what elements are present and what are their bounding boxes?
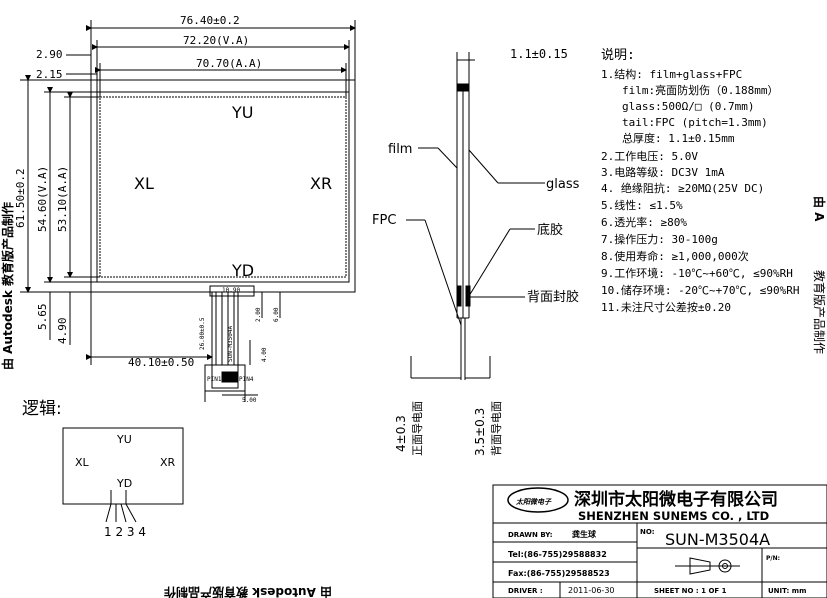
drawn-by-label: DRAWN BY:: [508, 531, 553, 539]
label-back-conductive: 背面导电面: [489, 401, 503, 456]
watermark-bottom: 由 Autodesk 教育版产品制作: [164, 585, 332, 598]
logic-title: 逻辑:: [22, 399, 62, 419]
tail-labels: 10.90 2.00 6.00 26.00±0.5 SUN-M3504A 4.0…: [199, 287, 280, 404]
drawn-by: 龚生球: [572, 529, 597, 539]
pin1-label: PIN1: [207, 376, 222, 383]
label-fpc: FPC: [372, 213, 396, 228]
part-number: SUN-M3504A: [665, 530, 770, 549]
tail-1090: 10.90: [222, 287, 240, 294]
logic-diagram: [62, 427, 184, 523]
no-label: NO:: [640, 528, 655, 536]
fpc-tail: [211, 291, 239, 389]
logic-pins: 1 2 3 4: [104, 525, 146, 539]
dim-565: 5.65: [36, 304, 49, 331]
note-line: glass:500Ω/□ (0.7mm): [622, 100, 754, 113]
title-block: [492, 484, 827, 598]
note-line: 11.未注尺寸公差按±0.20: [601, 300, 731, 314]
tail-500: 5.00: [242, 397, 257, 404]
watermark-right-top: 由 A: [812, 196, 827, 222]
front-view: [20, 20, 356, 402]
pn-label: P/N:: [766, 555, 780, 562]
dim-back-conductive: 3.5±0.3: [473, 408, 487, 456]
dim-height-va: 54.60(V.A): [36, 166, 49, 232]
label-bottom-glue: 底胶: [537, 222, 563, 238]
company-cn: 深圳市太阳微电子有限公司: [574, 489, 778, 510]
note-line: 6.透光率: ≥80%: [601, 215, 687, 229]
dim-height-aa: 53.10(A.A): [56, 166, 69, 232]
tel: Tel:(86-755)29588832: [508, 550, 607, 559]
note-line: 总厚度: 1.1±0.15mm: [622, 131, 735, 145]
tail-400: 4.00: [261, 347, 268, 362]
tail-200: 2.00: [255, 307, 262, 322]
dim-290: 2.90: [36, 48, 63, 61]
driver-label: DRIVER :: [508, 587, 543, 595]
date: 2011-06-30: [568, 586, 615, 595]
dim-front-conductive: 4±0.3: [394, 415, 408, 452]
note-line: 10.储存环境: -20℃~+70℃, ≤90%RH: [601, 283, 799, 297]
dim-height-outer: 61.50±0.2: [14, 168, 27, 228]
logo-text: 太阳微电子: [515, 497, 552, 506]
dim-width-outer: 76.40±0.2: [180, 14, 240, 27]
label-glass: glass: [546, 177, 580, 192]
company-en: SHENZHEN SUNEMS CO. , LTD: [578, 509, 769, 523]
side-labels: 1.1±0.15 film glass FPC 底胶 背面封胶 4±0.3 正面…: [372, 47, 580, 456]
front-labels: 76.40±0.2 72.20(V.A) 70.70(A.A) 2.90 2.1…: [14, 14, 262, 369]
electrode-yd: YD: [231, 261, 254, 280]
logic-labels: 逻辑: YU YD XL XR 1 2 3 4: [22, 399, 176, 539]
note-line: 9.工作环境: -10℃~+60℃, ≤90%RH: [601, 266, 793, 280]
note-line: 2.工作电压: 5.0V: [601, 150, 698, 163]
dim-width-va: 72.20(V.A): [183, 34, 249, 47]
front-electrodes: YU YD XL XR: [134, 103, 332, 280]
electrode-xr: XR: [310, 174, 332, 193]
watermark-right-bottom: 教育版产品制作: [812, 270, 827, 354]
note-line: 3.电路等级: DC3V 1mA: [601, 165, 725, 179]
tail-junction: [209, 285, 255, 297]
watermark-left: 由 Autodesk 教育版产品制作: [0, 202, 15, 370]
note-line: film:亮面防划伤（0.188mm）: [622, 83, 778, 97]
logic-yd: YD: [116, 477, 132, 490]
tail-part-number: SUN-M3504A: [227, 325, 234, 362]
notes-title: 说明:: [601, 48, 635, 63]
tail-600: 6.00: [273, 307, 280, 322]
note-line: 8.使用寿命: ≥1,000,000次: [601, 249, 749, 263]
fpc-contacts: [221, 371, 239, 383]
logic-xl: XL: [75, 456, 90, 469]
note-line: tail:FPC (pitch=1.3mm): [622, 116, 768, 129]
side-view: [406, 52, 545, 380]
thickness-dim: 1.1±0.15: [510, 47, 568, 61]
viewing-area: [96, 91, 350, 283]
logic-yu: YU: [116, 433, 132, 446]
dim-490: 4.90: [56, 318, 69, 345]
fax: Fax:(86-755)29588523: [508, 569, 610, 578]
label-film: film: [388, 142, 412, 157]
electrode-xl: XL: [134, 174, 154, 193]
tail-2600: 26.00±0.5: [199, 317, 206, 350]
electrode-yu: YU: [231, 103, 253, 122]
dim-tail-offset: 40.10±0.50: [128, 356, 194, 369]
dim-215: 2.15: [36, 68, 63, 81]
logic-xr: XR: [160, 456, 176, 469]
sheet-number: SHEET NO : 1 OF 1: [654, 587, 727, 595]
sunems-logo: [507, 487, 569, 513]
note-line: 7.操作压力: 30-100g: [601, 232, 718, 246]
unit: UNIT: mm: [768, 587, 806, 595]
label-front-conductive: 正面导电面: [411, 401, 424, 456]
pin4-label: PIN4: [239, 376, 254, 383]
label-back-seal: 背面封胶: [527, 289, 579, 305]
watermarks: 由 Autodesk 教育版产品制作 由 Autodesk 教育版产品制作 由 …: [0, 196, 827, 598]
notes: 说明: 1.结构: film+glass+FPC film:亮面防划伤（0.18…: [601, 48, 799, 314]
fpc-pad-area: [204, 364, 246, 392]
title-block-text: 太阳微电子 深圳市太阳微电子有限公司 SHENZHEN SUNEMS CO. ,…: [508, 489, 806, 595]
active-area: [99, 96, 347, 278]
note-line: 4. 绝缘阻抗: ≥20MΩ(25V DC): [601, 181, 764, 195]
note-line: 5.线性: ≤1.5%: [601, 198, 683, 212]
dim-width-aa: 70.70(A.A): [196, 57, 262, 70]
note-line: 1.结构: film+glass+FPC: [601, 67, 742, 81]
